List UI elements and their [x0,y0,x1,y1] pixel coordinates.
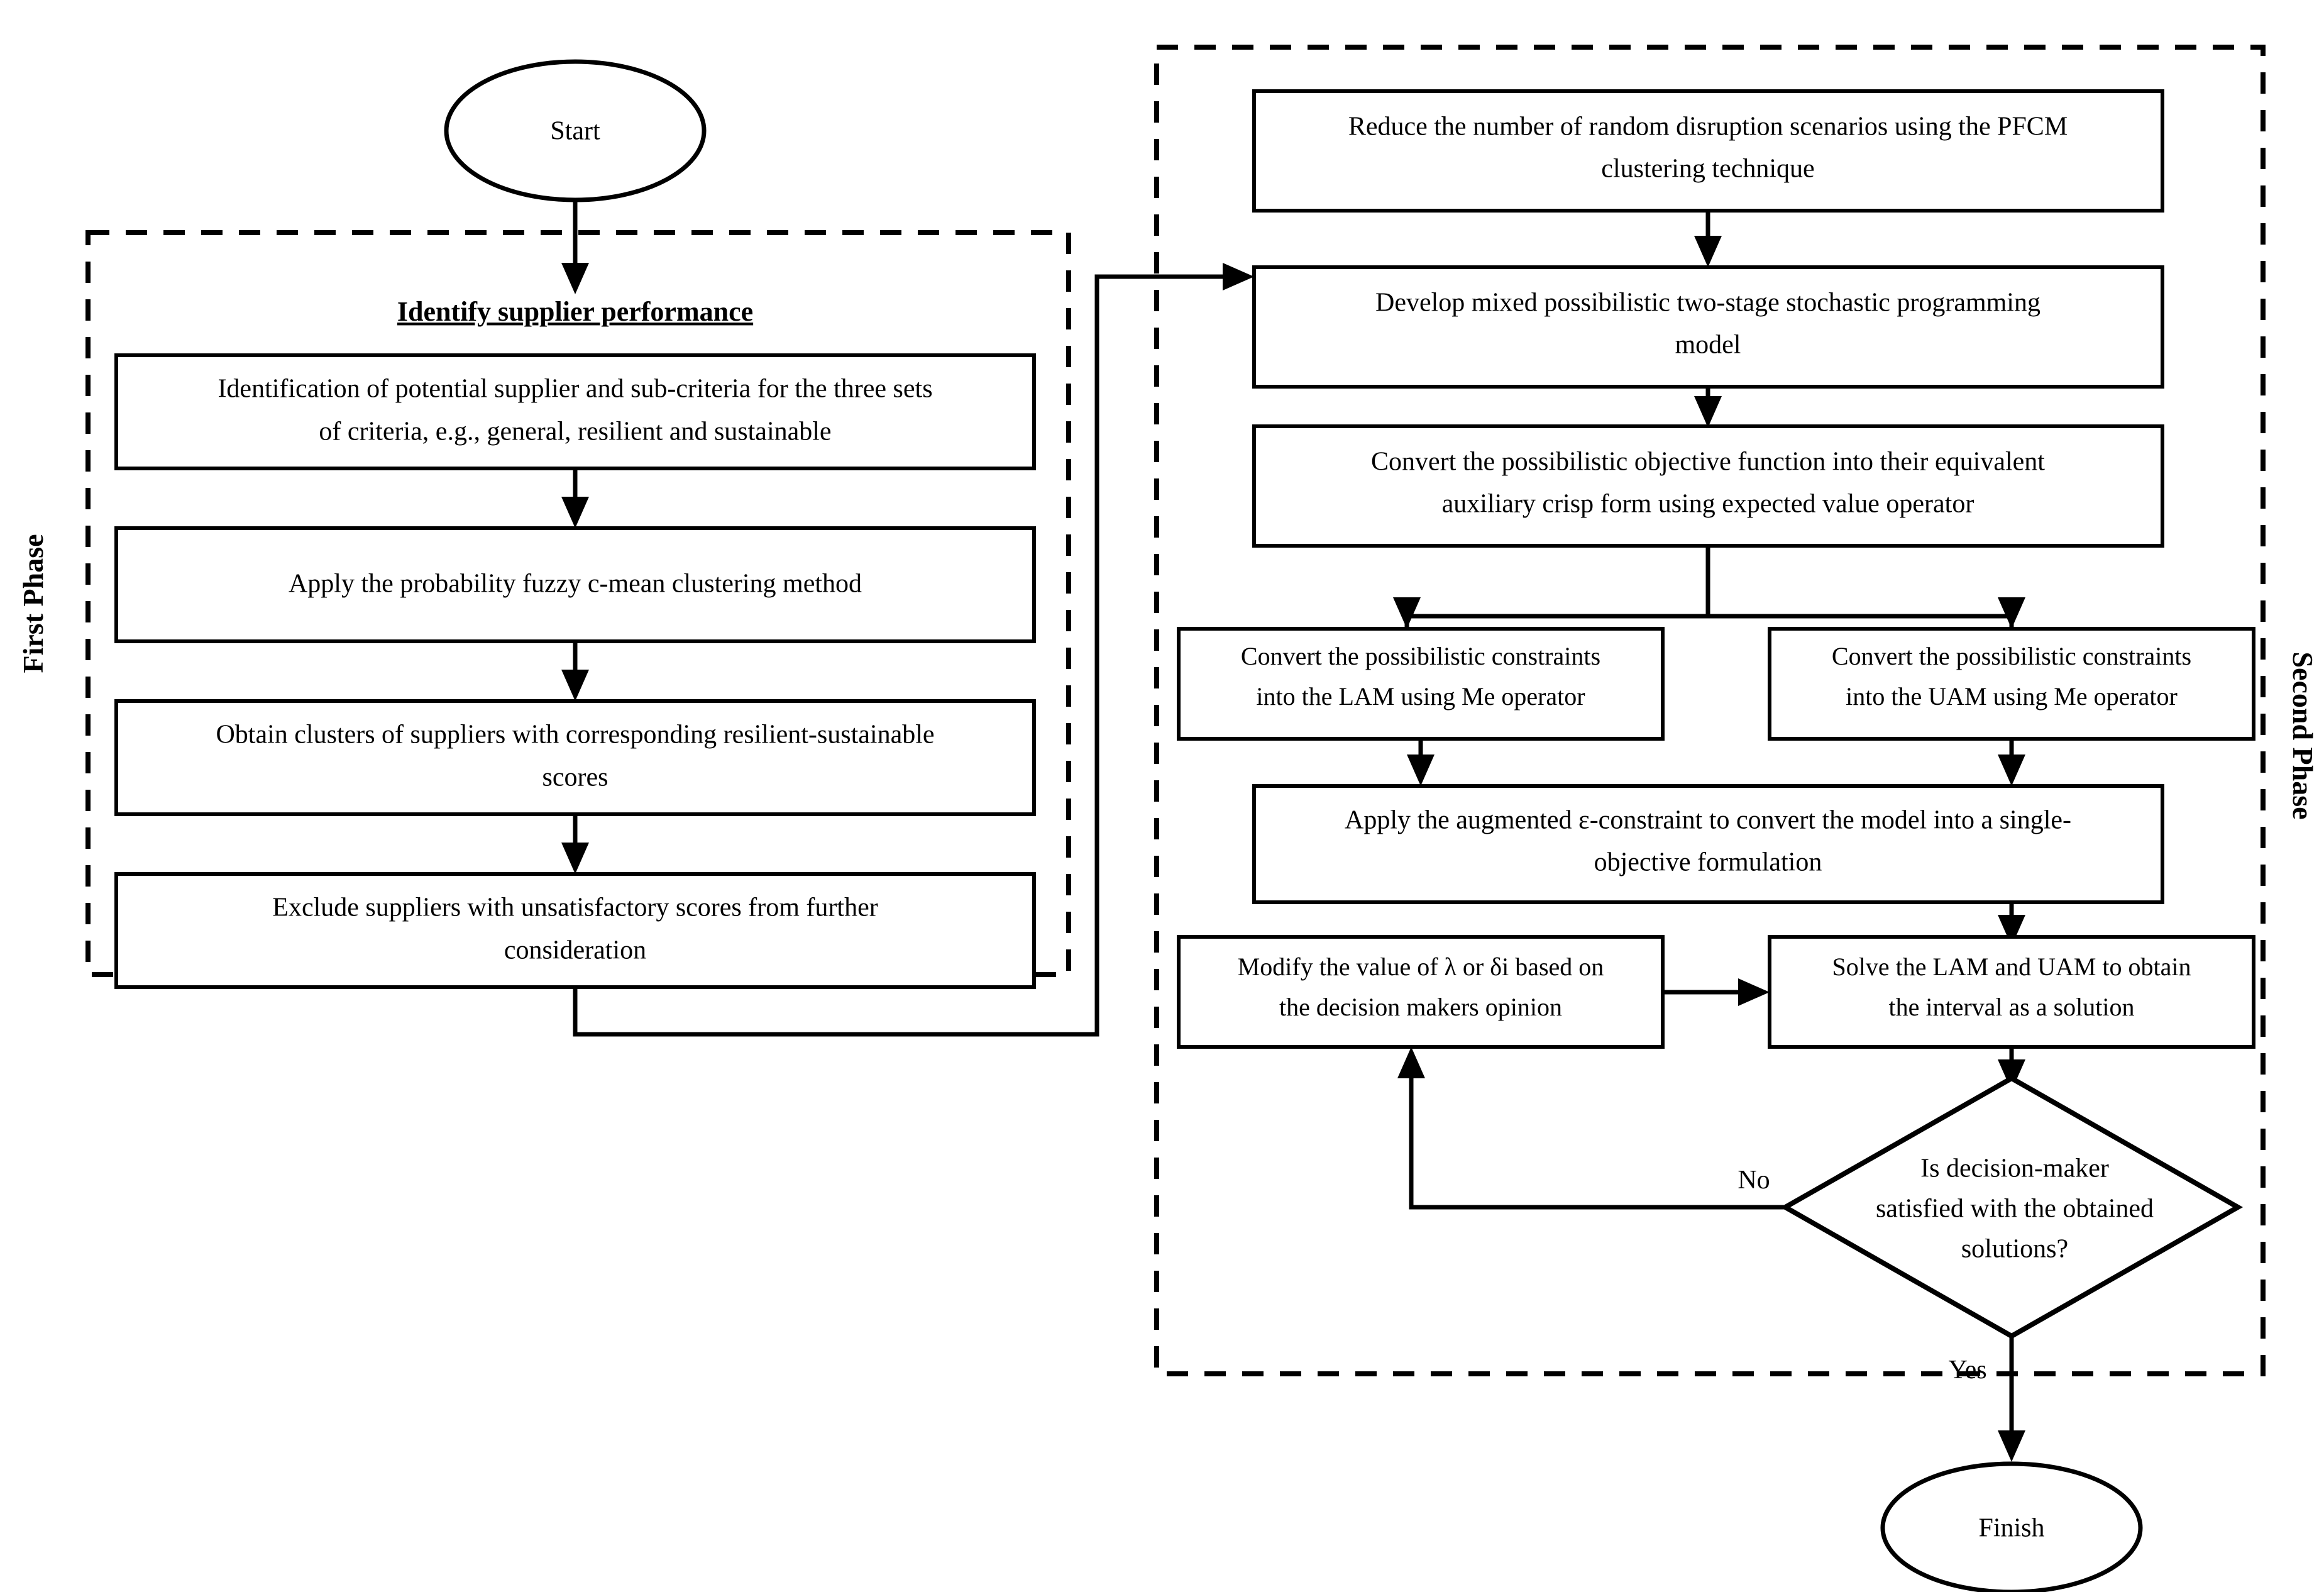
connector-first-phase-to-second-phase [573,274,1231,1037]
second-phase-step-2-line-1: Develop mixed possibilistic two-stage st… [1375,289,2040,318]
connector-decision-no-loop [1409,1069,1785,1210]
first-phase-group-border [85,230,1071,977]
second-phase-step-3-line-1: Convert the possibilistic objective func… [1371,448,2045,477]
arrowhead-first-to-second-phase [1223,263,1254,290]
decision-line-1: Is decision-maker [1920,1154,2109,1183]
arrowhead-fp1-to-fp2 [561,497,589,528]
arrowhead-sp1-to-sp2 [1694,236,1722,267]
first-phase-step-3-box [114,699,1036,816]
second-phase-step-epsilon-line-2: objective formulation [1594,848,1822,877]
second-phase-label: Second Phase [2287,651,2319,819]
first-phase-step-2-box [114,526,1036,643]
first-phase-step-1-box [114,353,1036,470]
arrowhead-sp3-to-uam [1998,597,2025,629]
second-phase-step-modify-line-2: the decision makers opinion [1279,993,1562,1021]
connector-sp3-split-left [1404,546,1710,629]
first-phase-step-2-line-1: Apply the probability fuzzy c-mean clust… [289,570,862,599]
second-phase-step-3-line-2: auxiliary crisp form using expected valu… [1442,490,1974,519]
finish-terminator [1880,1461,2143,1592]
first-phase-step-4-line-1: Exclude suppliers with unsatisfactory sc… [272,893,878,922]
arrowhead-eps-to-solve [1998,915,2025,946]
second-phase-step-3-box [1252,424,2164,548]
second-phase-step-1-box [1252,89,2164,213]
second-phase-step-epsilon-line-1: Apply the augmented ε-constraint to conv… [1345,806,2071,835]
second-phase-step-lam-line-2: into the LAM using Me operator [1256,682,1585,710]
second-phase-step-solve-line-2: the interval as a solution [1888,993,2134,1021]
decision-branch-yes-label: Yes [1948,1356,1986,1385]
first-phase-label: First Phase [17,534,49,673]
arrowhead-lam-to-eps [1407,755,1435,786]
second-phase-step-modify-line-1: Modify the value of λ or δi based on [1238,953,1604,981]
first-phase-step-1-line-2: of criteria, e.g., general, resilient an… [319,417,831,446]
decision-branch-no-label: No [1737,1166,1770,1195]
arrowhead-solve-to-decision [1998,1059,2025,1091]
second-phase-step-solve-line-1: Solve the LAM and UAM to obtain [1832,953,2191,981]
second-phase-step-uam-line-2: into the UAM using Me operator [1846,682,2178,710]
decision-line-2: satisfied with the obtained [1876,1195,2154,1224]
second-phase-step-lam-line-1: Convert the possibilistic constraints [1241,642,1600,670]
second-phase-step-1-line-2: clustering technique [1601,155,1814,184]
second-phase-step-2-line-2: model [1675,331,1741,360]
decision-line-3: solutions? [1961,1235,2068,1264]
arrowhead-fp3-to-fp4 [561,843,589,874]
start-terminator-label: Start [550,117,600,146]
arrowhead-no-loop-to-modify [1397,1047,1425,1078]
arrowhead-uam-to-eps [1998,755,2025,786]
second-phase-step-modify-box [1177,935,1665,1049]
second-phase-step-lam-box [1177,627,1665,741]
arrowhead-start-to-step1 [561,263,589,294]
second-phase-group-border [1154,45,2266,1376]
arrowhead-sp2-to-sp3 [1694,396,1722,428]
second-phase-step-1-line-1: Reduce the number of random disruption s… [1348,113,2068,141]
second-phase-step-uam-box [1768,627,2255,741]
second-phase-step-uam-line-1: Convert the possibilistic constraints [1832,642,2191,670]
first-phase-step-1-line-1: Identification of potential supplier and… [218,375,932,404]
finish-terminator-label: Finish [1978,1514,2044,1543]
arrowhead-modify-to-solve [1738,978,1770,1006]
arrowhead-fp2-to-fp3 [561,670,589,701]
first-phase-step-3-line-1: Obtain clusters of suppliers with corres… [216,721,934,749]
first-phase-step-4-line-2: consideration [504,936,646,965]
first-phase-step-4-box [114,872,1036,989]
first-phase-step-3-line-2: scores [542,763,609,792]
first-phase-heading: Identify supplier performance [397,296,753,327]
arrowhead-yes-to-finish [1998,1430,2025,1462]
arrowhead-sp3-to-lam [1393,597,1421,629]
second-phase-step-epsilon-box [1252,784,2164,904]
second-phase-step-2-box [1252,265,2164,389]
